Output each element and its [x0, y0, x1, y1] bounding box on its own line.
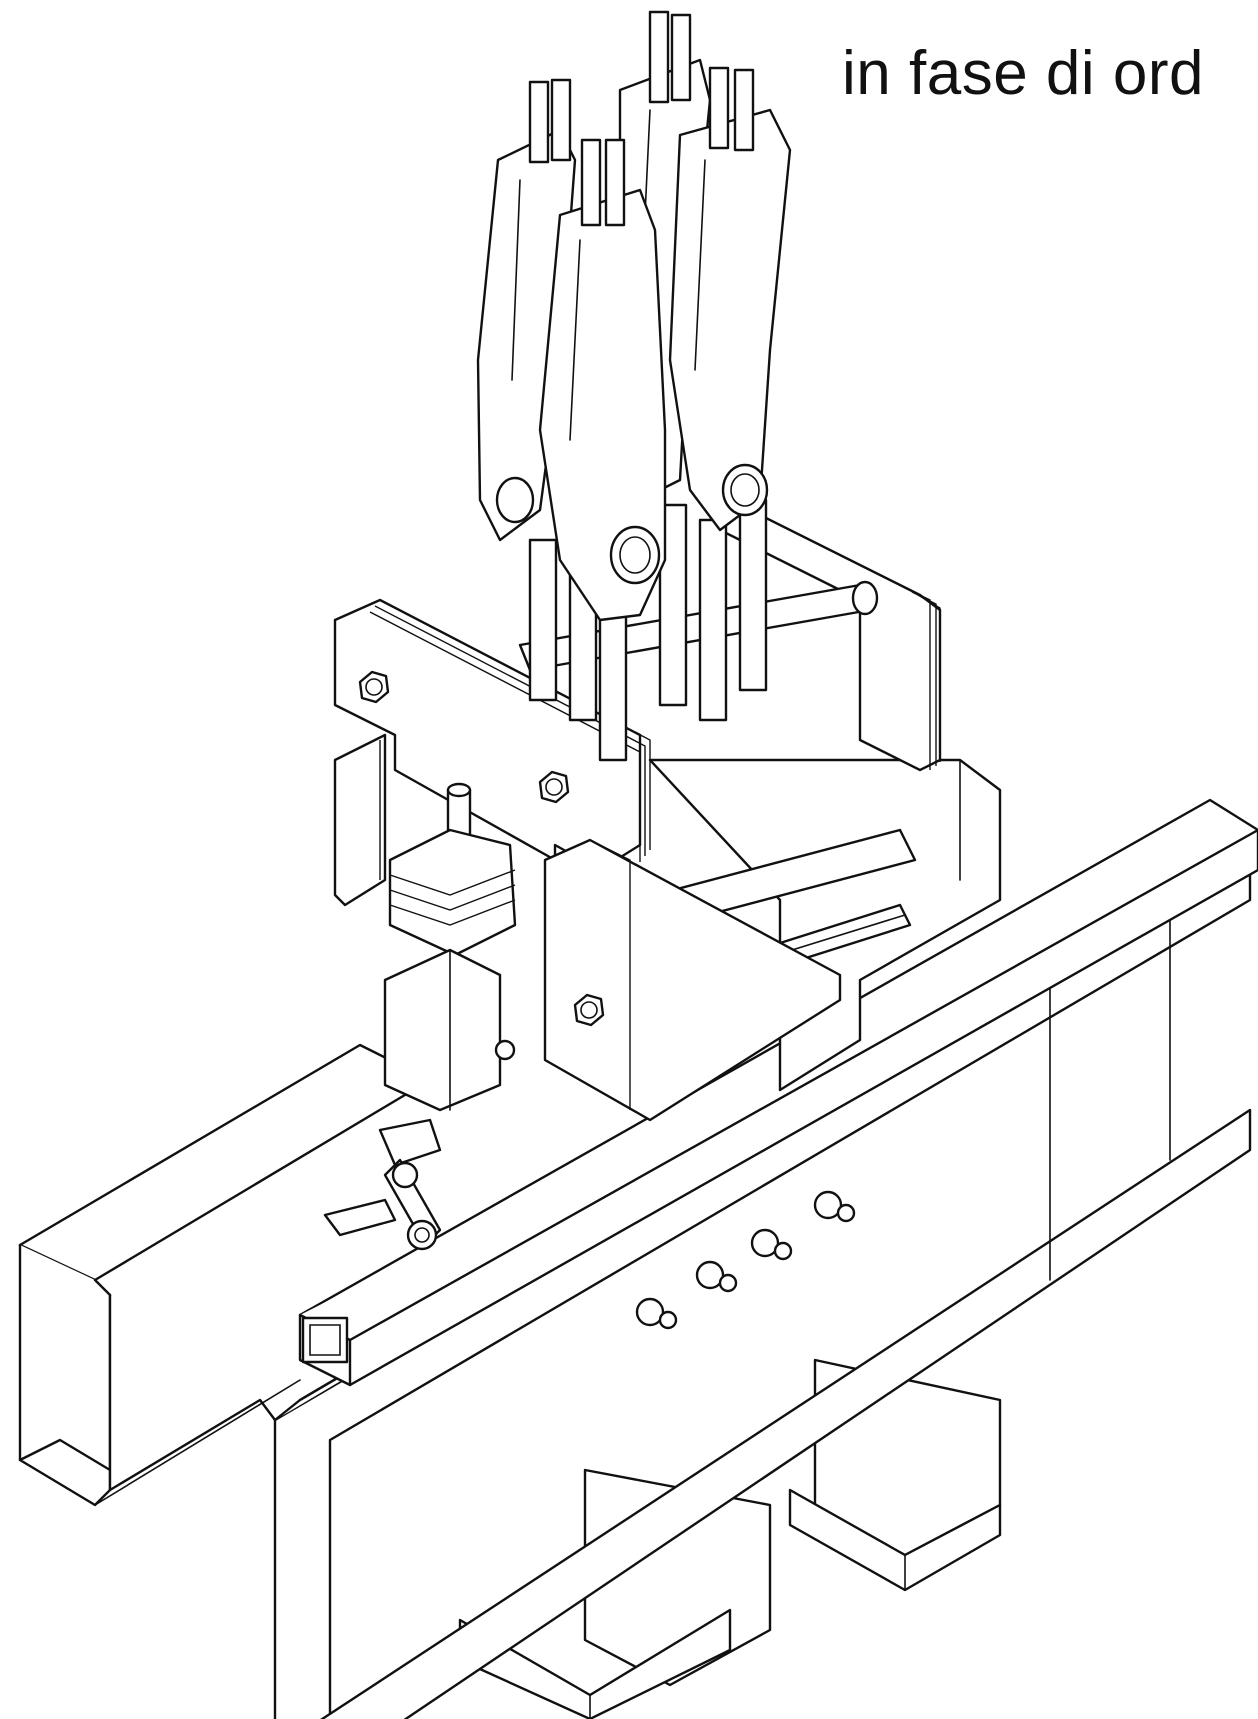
caption-text: in fase di ord: [842, 39, 1204, 108]
front-lower-plate: [545, 840, 840, 1120]
front-top-plate: [335, 600, 650, 870]
roller-lever: [325, 1120, 440, 1249]
gripper-front: [540, 140, 665, 620]
support-foot-front: [460, 1470, 770, 1719]
front-side-plate-left: [335, 735, 385, 905]
gripper-back-left: [478, 80, 575, 540]
gripper-back-right: [670, 68, 790, 530]
actuator-assembly: [385, 784, 515, 1110]
left-c-channel-beam: [20, 1045, 430, 1505]
beam-bolts: [637, 1192, 854, 1328]
